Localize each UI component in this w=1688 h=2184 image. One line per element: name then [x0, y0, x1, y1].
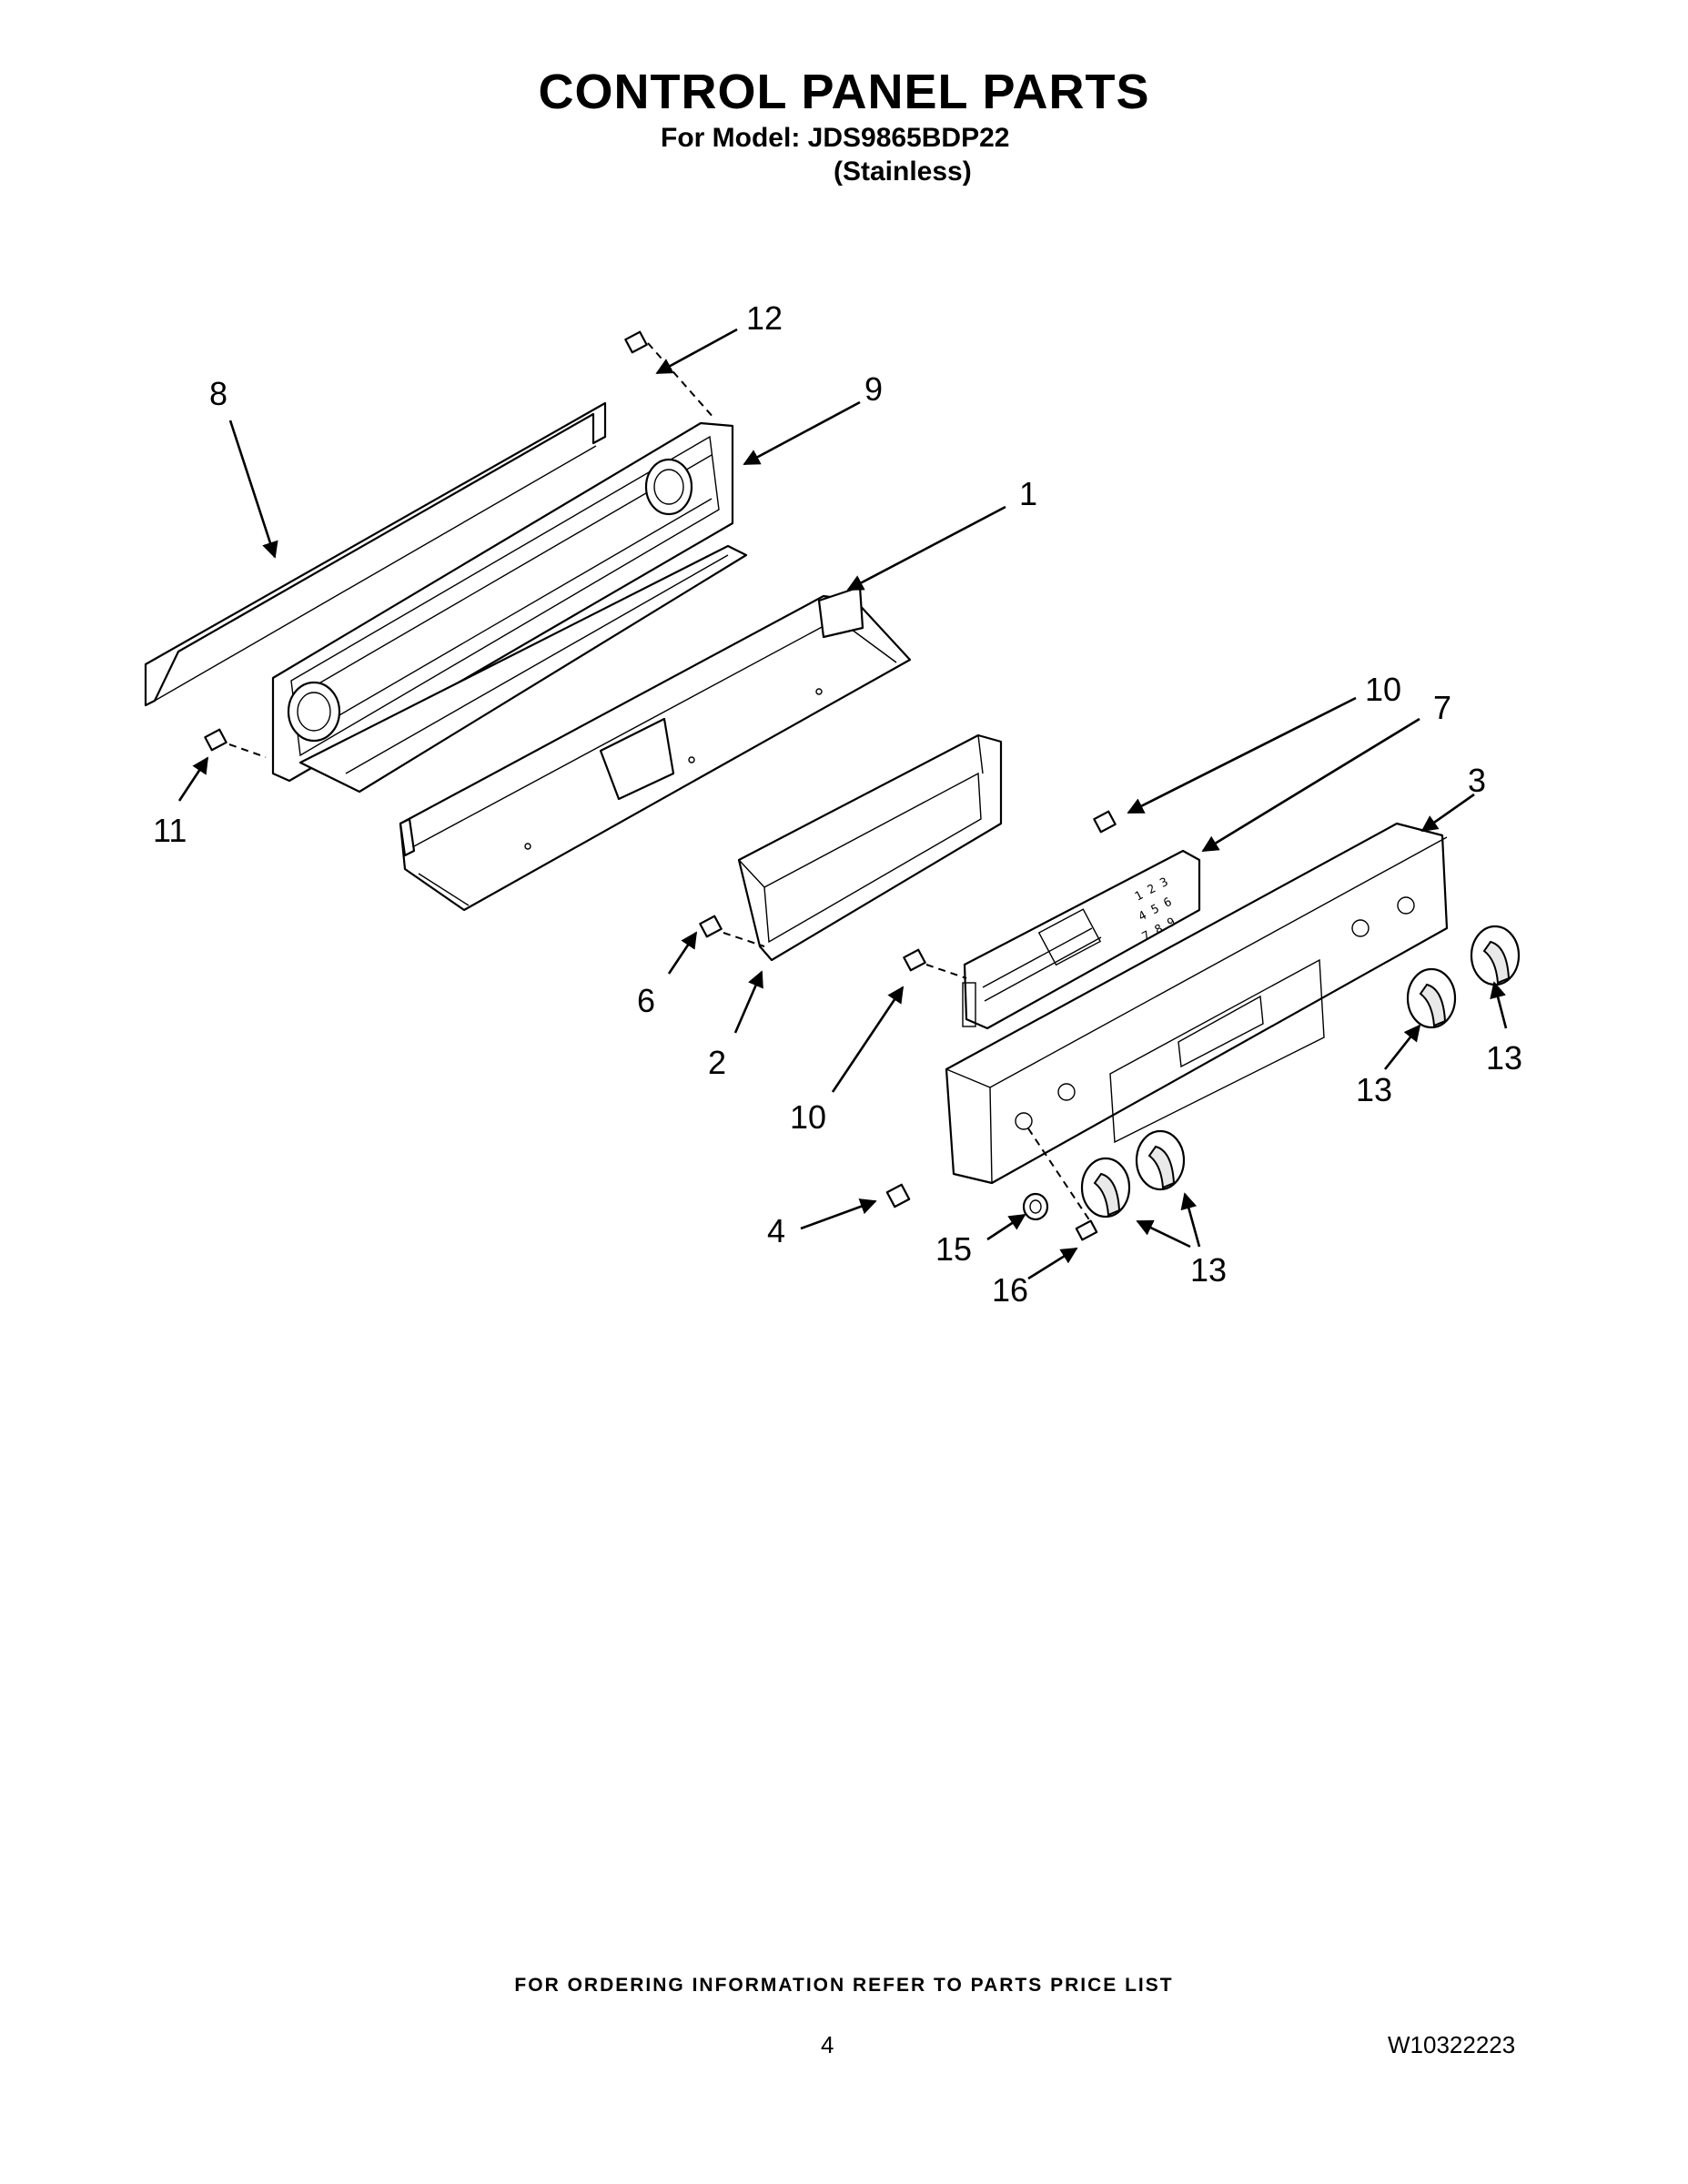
callout-10-lower: 10 [790, 1098, 826, 1136]
callout-7: 7 [1433, 689, 1451, 726]
screw-4 [885, 1183, 911, 1208]
part-9-rear-frame [271, 421, 748, 794]
page-number: 4 [821, 2031, 834, 2058]
callout-11: 11 [153, 812, 187, 849]
callout-13-rear-right: 13 [1486, 1039, 1522, 1077]
model-line: For Model: JDS9865BDP22 [661, 123, 1010, 153]
page-title: CONTROL PANEL PARTS [538, 65, 1150, 119]
callout-10-upper: 10 [1365, 671, 1401, 708]
screw-10-lower [903, 948, 967, 979]
screw-6 [699, 915, 765, 947]
callout-15: 15 [935, 1230, 972, 1268]
part-3-front-control-panel [945, 822, 1449, 1185]
screw-16 [1027, 1127, 1098, 1241]
callout-13-front: 13 [1190, 1251, 1227, 1289]
bezel-15 [1022, 1192, 1049, 1221]
part-7-electronic-control-board: 1 2 3 4 5 6 7 8 9 [962, 849, 1201, 1030]
part-8-rear-shield [144, 401, 607, 707]
knob-13-front-right [1135, 1129, 1186, 1191]
callout-1: 1 [1019, 475, 1037, 512]
knob-13-rear-left [1406, 967, 1457, 1029]
screw-12 [624, 330, 715, 420]
part-1-control-bracket [399, 585, 912, 912]
knob-13-rear-right [1470, 925, 1521, 986]
part-2-channel-cover [737, 733, 1003, 962]
screw-10-upper [1093, 810, 1117, 834]
callout-9: 9 [864, 370, 883, 408]
screw-11 [204, 728, 267, 758]
document-number: W10322223 [1388, 2031, 1516, 2058]
callout-16: 16 [992, 1271, 1028, 1309]
ordering-info-note: FOR ORDERING INFORMATION REFER TO PARTS … [514, 1975, 1174, 1996]
knob-13-front-left [1080, 1157, 1131, 1218]
callout-12: 12 [746, 299, 783, 337]
callout-6: 6 [637, 982, 655, 1019]
callout-2: 2 [708, 1044, 726, 1081]
callout-13-rear-left: 13 [1356, 1071, 1392, 1108]
model-variant: (Stainless) [834, 157, 972, 187]
callout-8: 8 [209, 375, 227, 412]
callout-3: 3 [1468, 762, 1486, 799]
callout-4: 4 [767, 1212, 785, 1249]
